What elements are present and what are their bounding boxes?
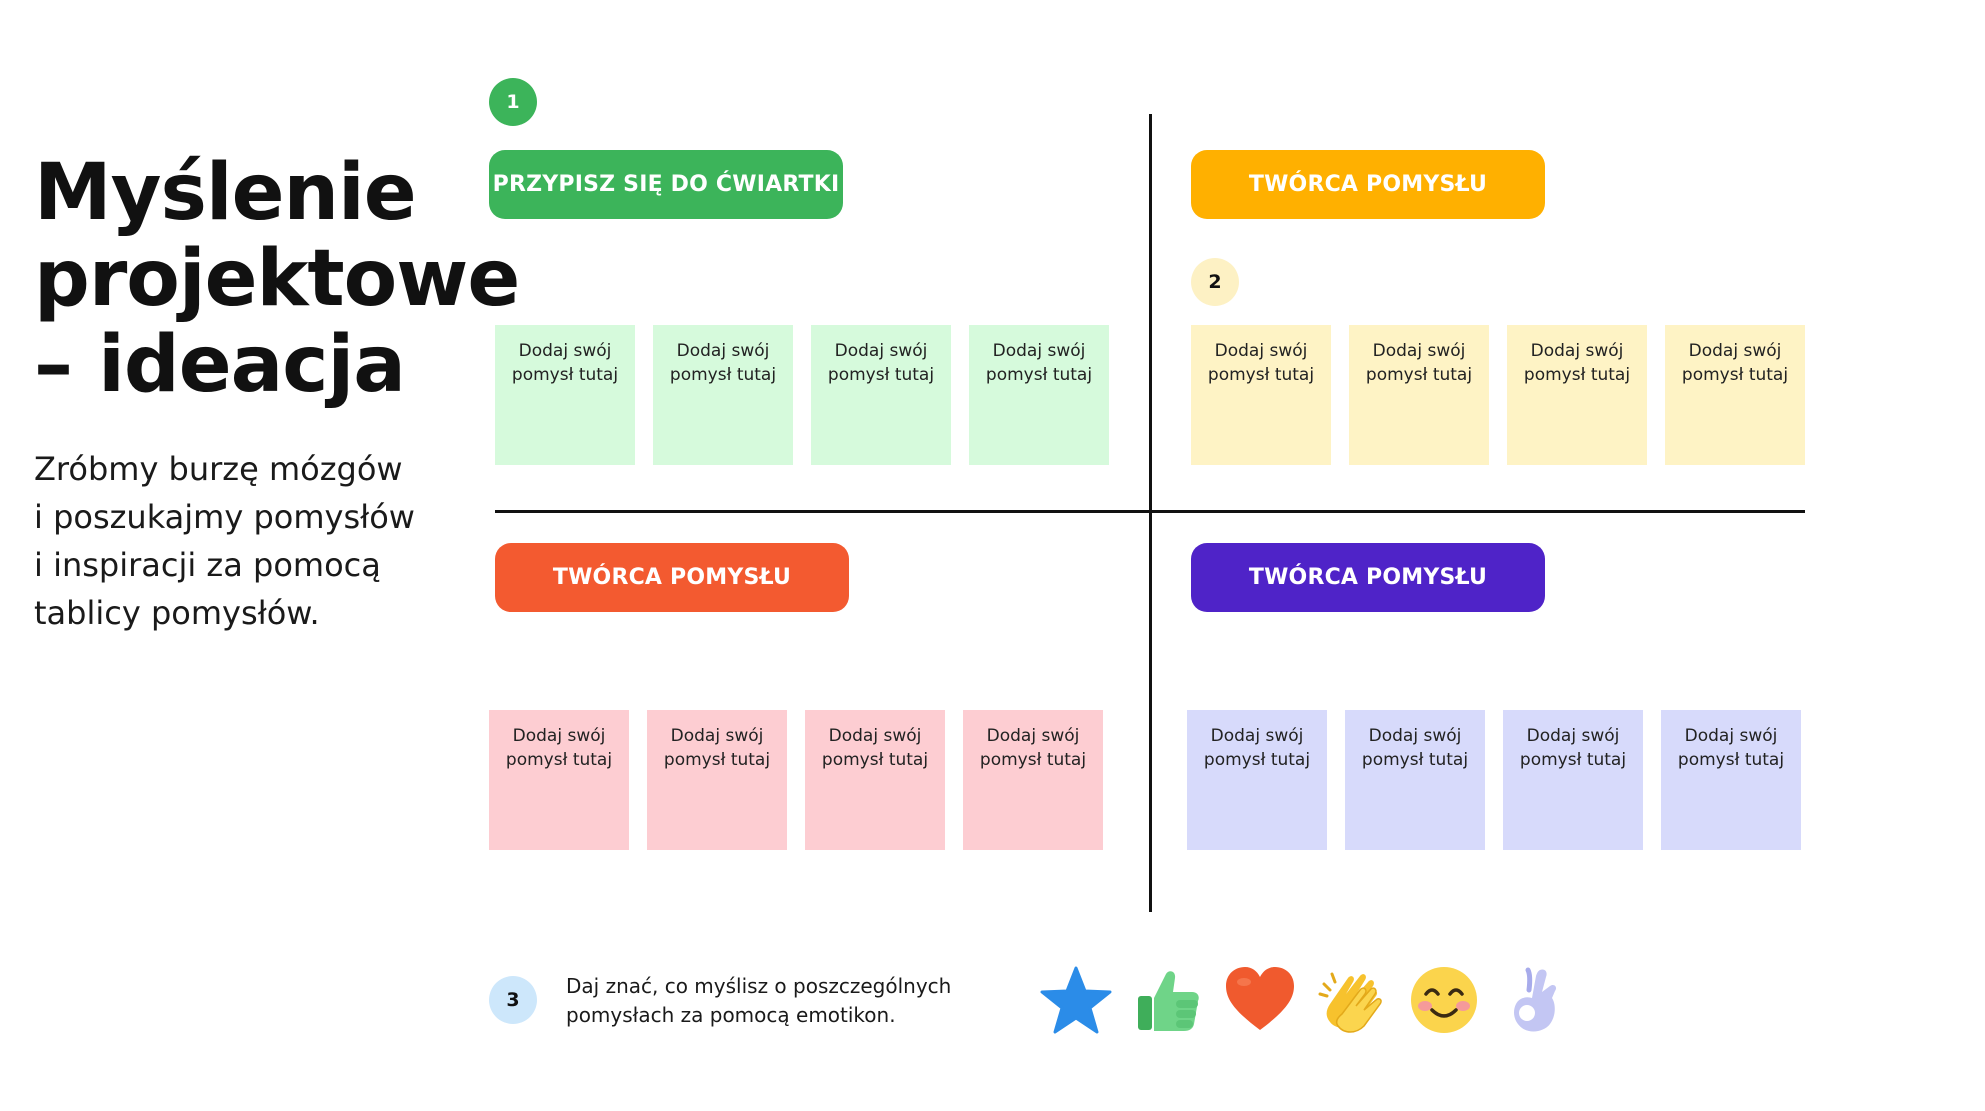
subtitle-line: i poszukajmy pomysłów [34, 498, 415, 536]
sticky-note[interactable]: Dodaj swój pomysł tutaj [647, 710, 787, 850]
sticky-note[interactable]: Dodaj swój pomysł tutaj [653, 325, 793, 465]
step-badge-2: 2 [1191, 258, 1239, 306]
thumbs-up-icon[interactable] [1132, 964, 1204, 1036]
sticky-notes-bottom-left: Dodaj swój pomysł tutaj Dodaj swój pomys… [489, 710, 1103, 850]
smiling-face-icon[interactable] [1408, 964, 1480, 1036]
sticky-note[interactable]: Dodaj swój pomysł tutaj [963, 710, 1103, 850]
sticky-note[interactable]: Dodaj swój pomysł tutaj [969, 325, 1109, 465]
sticky-note[interactable]: Dodaj swój pomysł tutaj [1349, 325, 1489, 465]
heart-icon[interactable] [1224, 964, 1296, 1036]
sticky-notes-bottom-right: Dodaj swój pomysł tutaj Dodaj swój pomys… [1187, 710, 1801, 850]
page-title-line: – ideacja [34, 320, 406, 410]
emoji-reactions [1040, 964, 1572, 1036]
page-title-line: projektowe [34, 234, 520, 324]
horizontal-divider [495, 510, 1805, 513]
clapping-hands-icon[interactable] [1316, 964, 1388, 1036]
page-subtitle: Zróbmy burzę mózgów i poszukajmy pomysłó… [34, 445, 454, 637]
idea-creator-label-bottom-right[interactable]: TWÓRCA POMYSŁU [1191, 543, 1545, 612]
sticky-note[interactable]: Dodaj swój pomysł tutaj [1503, 710, 1643, 850]
step-badge-1: 1 [489, 78, 537, 126]
idea-creator-label-bottom-left[interactable]: TWÓRCA POMYSŁU [495, 543, 849, 612]
sticky-note[interactable]: Dodaj swój pomysł tutaj [1661, 710, 1801, 850]
sticky-note[interactable]: Dodaj swój pomysł tutaj [495, 325, 635, 465]
sticky-note[interactable]: Dodaj swój pomysł tutaj [489, 710, 629, 850]
sticky-note[interactable]: Dodaj swój pomysł tutaj [1187, 710, 1327, 850]
subtitle-line: i inspiracji za pomocą [34, 546, 381, 584]
sticky-note[interactable]: Dodaj swój pomysł tutaj [1507, 325, 1647, 465]
step-badge-3: 3 [489, 976, 537, 1024]
hint-line: Daj znać, co myślisz o poszczególnych [566, 974, 952, 998]
star-icon[interactable] [1040, 964, 1112, 1036]
sticky-note[interactable]: Dodaj swój pomysł tutaj [811, 325, 951, 465]
subtitle-line: tablicy pomysłów. [34, 594, 320, 632]
reaction-hint: Daj znać, co myślisz o poszczególnych po… [566, 972, 986, 1030]
ok-hand-icon[interactable] [1500, 964, 1572, 1036]
page-title-line: Myślenie [34, 148, 417, 238]
vertical-divider [1149, 114, 1152, 912]
idea-creator-label-top-right[interactable]: TWÓRCA POMYSŁU [1191, 150, 1545, 219]
sticky-notes-top-right: Dodaj swój pomysł tutaj Dodaj swój pomys… [1191, 325, 1805, 465]
page-title: Myślenie projektowe – ideacja [34, 148, 520, 410]
sticky-notes-top-left: Dodaj swój pomysł tutaj Dodaj swój pomys… [495, 325, 1109, 465]
sticky-note[interactable]: Dodaj swój pomysł tutaj [805, 710, 945, 850]
assign-quadrant-button[interactable]: PRZYPISZ SIĘ DO ĆWIARTKI [489, 150, 843, 219]
sticky-note[interactable]: Dodaj swój pomysł tutaj [1665, 325, 1805, 465]
sticky-note[interactable]: Dodaj swój pomysł tutaj [1191, 325, 1331, 465]
subtitle-line: Zróbmy burzę mózgów [34, 450, 403, 488]
sticky-note[interactable]: Dodaj swój pomysł tutaj [1345, 710, 1485, 850]
hint-line: pomysłach za pomocą emotikon. [566, 1003, 896, 1027]
